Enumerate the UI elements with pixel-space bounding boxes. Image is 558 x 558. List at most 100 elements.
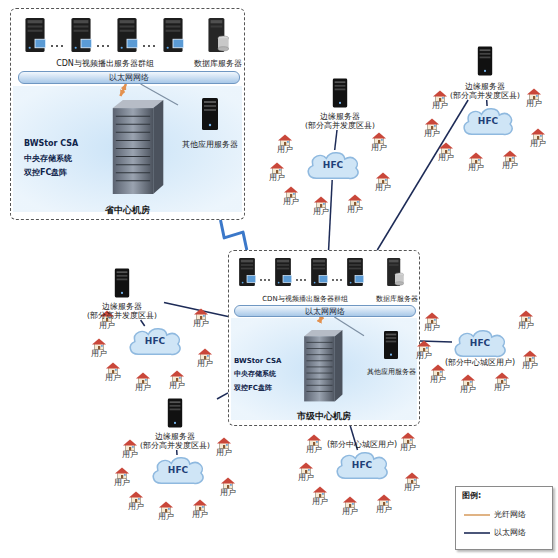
ethernet-bar: 以太网网络 [234, 305, 416, 317]
user-label: 用户 [434, 154, 458, 162]
node-label: 以太网网络 [109, 73, 149, 82]
node-label: 省中心机房 [105, 205, 150, 216]
storage-system: BWStor CSA中央存储系统双控FC盘阵 [22, 96, 172, 196]
node-label: 数据库服务器 [376, 295, 418, 303]
node-label: HFC [478, 116, 498, 127]
node-label: CDN与视频播出服务器群组 [56, 59, 154, 69]
node-label: (部分高并发度区县) [87, 311, 157, 320]
hfc-cloud: HFC [305, 150, 361, 180]
database-server: 数据库服务器 [194, 16, 242, 69]
user-label: 用户 [490, 384, 514, 392]
house-icon [343, 496, 357, 508]
user-label: 用户 [110, 479, 134, 487]
user-label: 用户 [265, 174, 289, 182]
app-server: 其他应用服务器 [364, 330, 418, 376]
hfc-cloud: (部分中心城区用户)HFC [334, 450, 390, 480]
network-line [486, 100, 488, 106]
house-icon [461, 374, 475, 386]
user-label: 用户 [371, 184, 395, 192]
user-label: 用户 [279, 198, 303, 206]
caption-text: (部分中心城区用户) [445, 358, 515, 368]
legend-box: 图例:光纤网络以太网络 [455, 486, 553, 550]
node-label: 边缘服务器 [320, 112, 360, 121]
house-icon [377, 494, 391, 506]
hfc-cloud: HFC(部分中心城区用户) [452, 328, 508, 358]
network-line [164, 302, 228, 316]
house-icon [159, 501, 173, 513]
hfc-cloud: HFC [127, 326, 183, 356]
house-icon [307, 434, 321, 446]
legend-line-sample [464, 529, 490, 537]
node-label: 边缘服务器 [102, 302, 142, 311]
house-icon [431, 364, 445, 376]
network-line [176, 450, 178, 455]
house-icon [217, 437, 231, 449]
house-icon [194, 308, 208, 320]
user-label: 用户 [456, 386, 480, 394]
server-group: CDN与视频播出服务器群组 [234, 256, 376, 303]
node-label: (部分高并发度区县) [305, 121, 375, 130]
house-icon [136, 372, 150, 384]
user-label: 用户 [309, 208, 333, 216]
node-label: HFC [168, 465, 188, 476]
house-icon [439, 142, 453, 154]
user-label: 用户 [101, 374, 125, 382]
house-icon [92, 338, 106, 350]
house-icon [433, 90, 447, 102]
user-label: 用户 [308, 498, 332, 506]
node-label: (部分高并发度区县) [140, 441, 210, 450]
node-label: 其他应用服务器 [182, 140, 238, 150]
node-label: BWStor CSA [24, 139, 78, 149]
house-icon [278, 134, 292, 146]
hfc-cloud: HFC [150, 455, 206, 485]
user-label: 用户 [498, 162, 522, 170]
user-label: 用户 [396, 444, 420, 452]
user-label: 用户 [294, 474, 318, 482]
user-label: 用户 [124, 503, 148, 511]
house-icon [519, 310, 533, 322]
house-icon [123, 439, 137, 451]
user-label: 用户 [154, 513, 178, 521]
node-label: 边缘服务器 [465, 82, 505, 91]
node-label: CDN与视频播出服务器群组 [262, 295, 348, 303]
house-icon [348, 194, 362, 206]
network-line [334, 317, 364, 336]
user-label: 用户 [426, 376, 450, 384]
node-label: 以太网网络 [305, 307, 345, 316]
user-label: 用户 [338, 508, 362, 516]
node-label: BWStor CSA [234, 357, 282, 365]
house-icon [299, 462, 313, 474]
house-icon [129, 491, 143, 503]
house-icon [417, 340, 431, 352]
edge-server: 边缘服务器(部分高并发度区县) [133, 396, 217, 450]
network-line [120, 84, 126, 96]
user-label: 用户 [367, 144, 391, 152]
house-icon [313, 486, 327, 498]
house-icon [270, 162, 284, 174]
user-label: 用户 [273, 146, 297, 154]
user-label: 用户 [189, 320, 213, 328]
node-label: 其他应用服务器 [367, 368, 416, 376]
server-group: CDN与视频播出服务器群组 [18, 16, 192, 69]
user-label: 用户 [131, 384, 155, 392]
user-label: 用户 [400, 484, 424, 492]
wireless-link [221, 220, 247, 250]
database-server: 数据库服务器 [376, 256, 418, 303]
house-icon [523, 350, 537, 362]
node-label: (部分高并发度区县) [450, 91, 520, 100]
node-label: 数据库服务器 [194, 59, 242, 69]
house-icon [531, 128, 545, 140]
user-label: 用户 [95, 322, 119, 330]
house-icon [106, 362, 120, 374]
user-label: 用户 [302, 446, 326, 454]
user-label: 用户 [343, 206, 367, 214]
network-line [335, 130, 337, 150]
node-label: 市级中心机房 [297, 411, 351, 422]
user-label: 用户 [522, 100, 546, 108]
user-label: 用户 [193, 360, 217, 368]
edge-server: 边缘服务器(部分高并发度区县) [80, 266, 164, 320]
house-icon [372, 132, 386, 144]
storage-system: BWStor CSA中央存储系统双控FC盘阵 [232, 322, 360, 410]
network-line [377, 100, 468, 250]
